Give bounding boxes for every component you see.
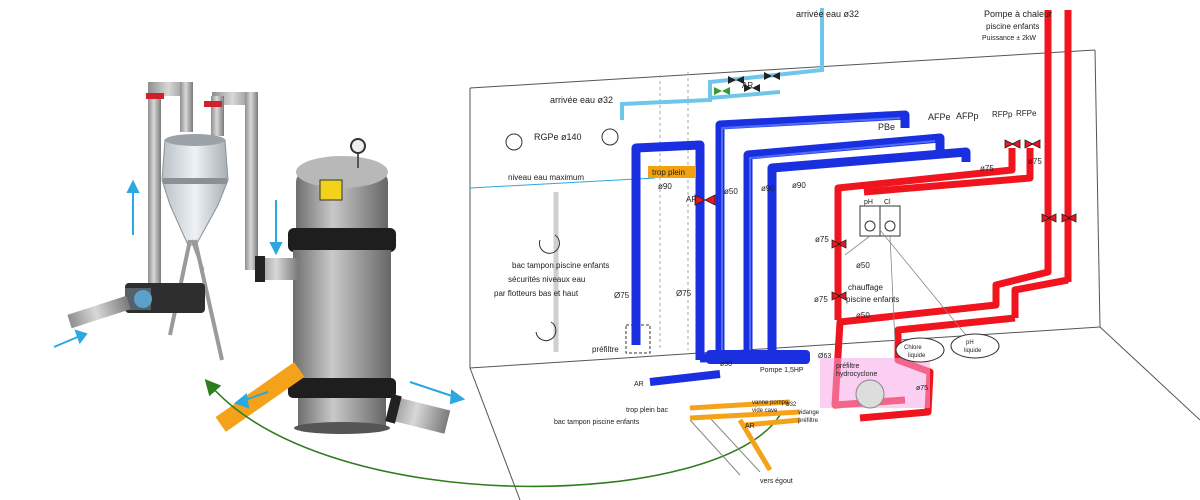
label-o50-red2: ø50	[856, 311, 870, 320]
label-trop-plein-bac: trop plein bac	[626, 407, 669, 414]
label-chlore-2: liquide	[908, 353, 926, 359]
label-o75-red1: ø75	[980, 164, 994, 173]
rgpe-port	[601, 128, 619, 146]
label-ar-floor: AR	[634, 381, 644, 388]
pipe-valves	[694, 139, 1077, 301]
label-niveau: niveau eau maximum	[508, 173, 584, 182]
label-bac-1: bac tampon piscine enfants	[512, 261, 609, 270]
label-arrivee-top: arrivée eau ø32	[796, 9, 859, 19]
label-vidange-2: préfiltre	[798, 418, 819, 424]
label-o75-red3: ø75	[815, 235, 829, 244]
label-arrivee-left: arrivée eau ø32	[550, 95, 613, 105]
label-prefiltre2-1: préfiltre	[836, 363, 859, 370]
blue-return-pipes	[631, 110, 971, 363]
label-pompe-1: Pompe à chaleur	[984, 9, 1052, 19]
chlore-tank	[895, 337, 945, 363]
label-o75-blue2: Ø75	[676, 289, 692, 298]
label-vidange-1: vidange	[798, 410, 820, 416]
label-ar-valve: AR	[742, 81, 753, 90]
label-pompe-floor: Pompe 1,5HP	[760, 367, 804, 374]
label-o75-blue1: Ø75	[614, 291, 630, 300]
label-o90-floor: ø90	[720, 361, 732, 368]
link-arrow	[204, 379, 781, 488]
label-phl-1: pH	[966, 340, 974, 346]
label-chlore-1: Chlore	[904, 345, 922, 351]
label-ph: pH	[864, 199, 873, 206]
label-vanne-2: vide cave	[752, 408, 778, 414]
label-phl-2: liquide	[964, 348, 982, 354]
label-rfpe: RFPe	[1016, 109, 1037, 118]
diagram-labels: arrivée eau ø32 Pompe à chaleur piscine …	[494, 9, 1052, 485]
label-rfpp: RFPp	[992, 110, 1013, 119]
water-level-line	[469, 177, 656, 189]
label-prefiltre: préfiltre	[592, 345, 619, 354]
label-pompe-3: Puissance ± 2kW	[982, 35, 1036, 42]
probe-lines	[844, 229, 971, 343]
label-o50-a: ø50	[724, 187, 738, 196]
label-prefiltre2-2: hydrocyclone	[836, 371, 877, 378]
trop-plein-box	[648, 166, 696, 178]
cl-probe-icon	[884, 220, 896, 232]
label-pbe: PBe	[878, 122, 895, 132]
water-supply-pipe	[620, 8, 824, 120]
label-trop-plein: trop plein	[652, 168, 685, 177]
pump-1-5hp	[706, 350, 810, 364]
label-rgpe: RGPe ø140	[534, 132, 582, 142]
label-bac-floor: bac tampon piscine enfants	[554, 419, 640, 426]
hydrocyclone-icon	[855, 379, 885, 409]
equipment-illustration	[53, 82, 466, 434]
float-switch	[538, 234, 560, 254]
label-pompe-2: piscine enfants	[986, 22, 1039, 31]
float-switch	[535, 321, 557, 342]
ph-tank	[950, 333, 1000, 359]
room-walls	[469, 49, 1200, 500]
label-o90-b: ø90	[761, 184, 775, 193]
label-o75-red2: ø75	[1028, 157, 1042, 166]
ph-probe-icon	[864, 220, 876, 232]
label-o90-a: ø90	[658, 182, 672, 191]
label-o63: Ø63	[818, 353, 831, 360]
red-valve-handle	[204, 101, 222, 107]
label-o32-floor: ø32	[786, 402, 797, 408]
label-chauffage-1: chauffage	[848, 283, 884, 292]
rgpe-port	[505, 133, 523, 151]
label-chauffage-2: piscine enfants	[846, 295, 899, 304]
red-valve-handle	[146, 93, 164, 99]
label-o75-red4: ø75	[814, 295, 828, 304]
label-ar2: AR	[686, 195, 697, 204]
label-o75-floor: ø75	[916, 385, 928, 392]
blue-return-pipes	[721, 117, 936, 355]
label-bac-3: par flotteurs bas et haut	[494, 289, 579, 298]
label-afpp: AFPp	[956, 111, 979, 121]
drain-pipes	[689, 399, 801, 472]
label-vers-egout: vers égout	[760, 478, 793, 485]
label-o90-c: ø90	[792, 181, 806, 190]
pressure-gauge-icon	[350, 138, 366, 154]
label-ar-floor2: AR	[745, 423, 755, 430]
label-cl: Cl	[884, 199, 891, 206]
label-afpe: AFPe	[928, 112, 951, 122]
label-o50-red1: ø50	[856, 261, 870, 270]
supply-valves	[714, 72, 780, 95]
blue-floor-pipe	[649, 370, 721, 386]
label-bac-2: sécurités niveaux eau	[508, 275, 585, 284]
flow-arrows	[53, 179, 466, 409]
label-vanne-1: vanne pompe	[752, 400, 789, 406]
